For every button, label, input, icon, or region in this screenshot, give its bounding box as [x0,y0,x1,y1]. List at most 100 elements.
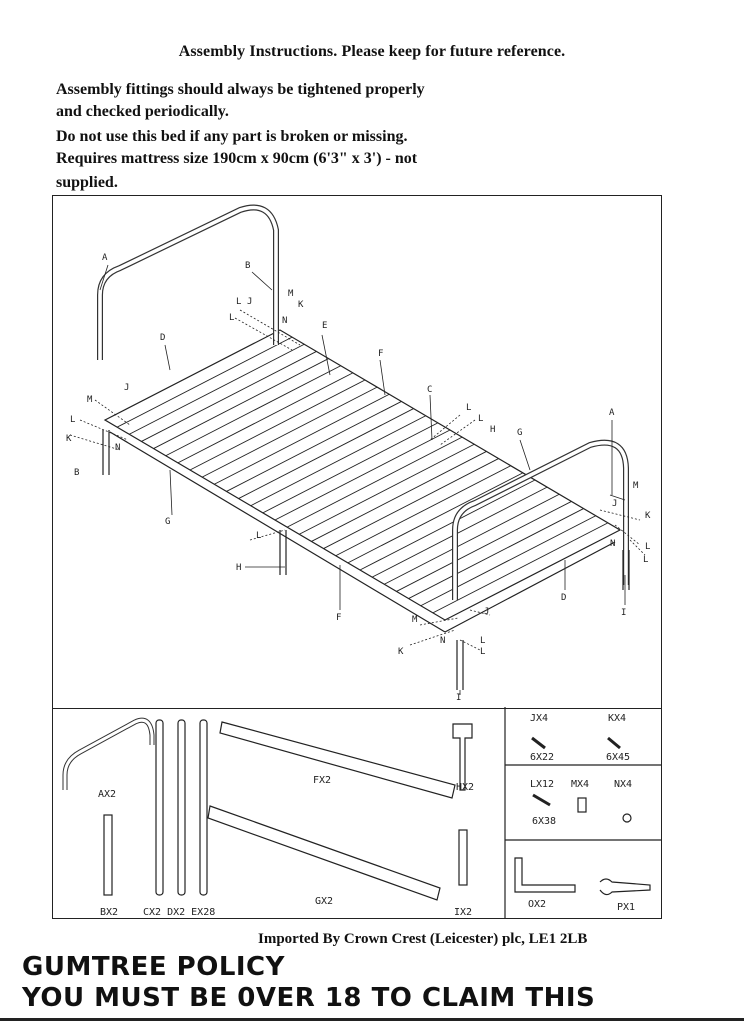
fitting-j-name: JX4 [530,713,548,724]
slat [262,422,439,514]
label-e: E [322,321,327,331]
part-ex28-drawing [199,719,208,896]
label-l-mid: L [466,403,471,413]
slat [335,465,511,557]
note-line-1: Assembly fittings should always be tight… [56,81,425,98]
label-l-top: L [236,297,241,307]
slat [323,458,499,549]
label-k-left: K [66,434,72,444]
policy-notice: YOU MUST BE 0VER 18 TO CLAIM THIS [22,983,596,1013]
label-g-right: G [517,428,522,438]
slat [286,436,463,528]
label-m-right: M [633,481,639,491]
fitting-n-name: NX4 [614,779,632,790]
slat [299,443,475,535]
bed-frame-outline [103,329,622,621]
policy-heading: GUMTREE POLICY [22,952,285,982]
label-l-bottom2: L [480,647,485,657]
label-h-bottom: H [236,563,241,573]
label-k-bottom: K [398,647,404,657]
label-n-left: N [115,443,120,453]
label-l-mid2: L [478,414,483,424]
fitting-p-name: PX1 [617,902,635,913]
label-l-top2: L [229,313,234,323]
part-ax2-drawing [62,717,155,790]
label-j-left: J [124,383,129,393]
label-n-top: N [282,316,287,326]
part-dx2-drawing [177,719,186,896]
label-h-mid: H [490,425,495,435]
slat [347,472,524,564]
fitting-l-name: LX12 [530,779,554,790]
slat [153,358,329,449]
label-a-left: A [102,253,108,263]
fitting-k-size: 6X45 [606,752,630,763]
part-gx2-drawing [207,805,441,901]
fixing-lines [69,309,646,651]
label-j-bottom: J [484,607,489,617]
slat [129,343,305,435]
note-line-4: Requires mattress size 190cm x 90cm (6'3… [56,150,418,167]
note-line-3: Do not use this bed if any part is broke… [56,128,408,145]
part-hx2-drawing [452,723,473,791]
slats [116,336,609,614]
label-j-right: J [612,499,617,509]
part-ix2-drawing [458,829,468,886]
label-m-top: M [288,289,294,299]
part-fx2-drawing [219,721,456,799]
label-g-left: G [165,517,170,527]
headboard-a-left [97,204,279,360]
bolt-jk-icons [531,736,621,750]
rail-end [444,541,616,633]
part-bx2-label: BX2 [100,907,118,918]
label-k-right: K [645,511,651,521]
slat [396,501,572,592]
leg-h [279,530,287,575]
label-b-left: B [74,468,79,478]
fitting-k-name: KX4 [608,713,626,724]
label-l-right2: L [643,555,648,565]
label-a-right: A [609,408,615,418]
label-l-right: L [645,542,650,552]
diagram-frame [52,195,662,919]
slat [177,372,354,464]
page-title: Assembly Instructions. Please keep for f… [178,43,566,60]
bottom-rule [0,1018,744,1021]
fittings-grid [504,707,662,918]
slat [141,351,317,442]
label-i-right: I [621,608,626,618]
label-n-right: N [610,539,615,549]
note-line-2: and checked periodically. [56,103,229,120]
slat [226,401,402,492]
label-l-bottom-left: L [256,531,261,541]
slat [250,415,426,507]
part-gx2-label: GX2 [315,896,333,907]
label-j-top: J [247,297,252,307]
allen-key-o-icon [514,857,576,893]
label-c: C [427,385,432,395]
fitting-j-size: 6X22 [530,752,554,763]
slat [238,408,414,499]
label-d-left: D [160,333,165,343]
label-d-right: D [561,593,566,603]
fitting-o-name: OX2 [528,899,546,910]
parts-divider [53,708,661,709]
label-n-bottom: N [440,636,445,646]
slat [420,515,596,607]
slat [432,522,609,614]
fitting-l-size: 6X38 [532,816,556,827]
nut-n-icon [622,813,632,823]
slat [201,386,378,478]
part-posts-label: CX2 DX2 EX28 [143,907,215,918]
fitting-m-name: MX4 [571,779,589,790]
slat [384,493,560,585]
label-f-bottom: F [336,613,341,623]
part-hx2-label: HX2 [456,782,474,793]
slat [189,379,366,471]
label-m-left: M [87,395,93,405]
part-cx2-drawing [155,719,164,896]
label-i-bottom: I [456,693,461,703]
label-m-bottom: M [412,615,418,625]
leader-lines [99,264,626,695]
